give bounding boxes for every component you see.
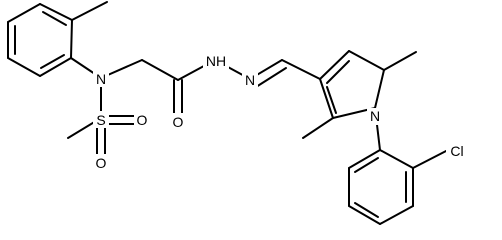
bond bbox=[70, 19, 73, 59]
bond bbox=[326, 60, 350, 84]
atom-label: O bbox=[137, 112, 148, 128]
bond bbox=[354, 202, 379, 218]
bond bbox=[42, 11, 67, 26]
bond bbox=[71, 1, 108, 21]
atom-s-sulfonyl: S bbox=[93, 111, 109, 128]
bond bbox=[141, 59, 179, 81]
atom-label: S bbox=[96, 112, 105, 128]
atom-n-pyrrole: N bbox=[367, 108, 383, 125]
bond bbox=[412, 149, 449, 169]
bond bbox=[374, 69, 385, 109]
atom-n-hydrazide-nh: NH bbox=[203, 52, 229, 69]
atom-o-sulfonyl-bottom: O bbox=[93, 154, 109, 171]
bond bbox=[383, 51, 417, 71]
bond bbox=[348, 50, 385, 71]
bond bbox=[39, 57, 72, 77]
atom-o-carbonyl: O bbox=[170, 113, 186, 130]
atom-label: N bbox=[245, 72, 255, 88]
bond bbox=[255, 67, 287, 88]
atom-labels: N S O O O NH N N bbox=[93, 52, 468, 171]
bond bbox=[7, 57, 41, 77]
atom-label: O bbox=[96, 155, 107, 171]
bond bbox=[326, 86, 337, 114]
atom-label: O bbox=[173, 114, 184, 130]
bond bbox=[39, 3, 73, 21]
bond bbox=[354, 157, 379, 173]
bond bbox=[348, 149, 381, 169]
bond bbox=[379, 149, 414, 169]
atom-n-sulfonamide: N bbox=[93, 70, 109, 87]
bond bbox=[302, 117, 334, 139]
bond bbox=[319, 78, 334, 119]
atom-cl: Cl bbox=[446, 142, 468, 159]
chemical-structure-diagram: N S O O O NH N N bbox=[7, 1, 468, 225]
atom-label: N bbox=[370, 108, 380, 124]
atom-n-hydrazone: N bbox=[242, 71, 258, 88]
atom-label: Cl bbox=[450, 143, 463, 159]
bond bbox=[319, 50, 350, 80]
bond bbox=[379, 205, 414, 225]
bond bbox=[40, 54, 65, 69]
bond bbox=[7, 3, 41, 23]
bond bbox=[281, 59, 321, 80]
atom-o-sulfonyl-right: O bbox=[134, 111, 150, 128]
bond bbox=[348, 205, 381, 225]
atom-label: N bbox=[96, 71, 106, 87]
atom-label: NH bbox=[206, 53, 226, 69]
